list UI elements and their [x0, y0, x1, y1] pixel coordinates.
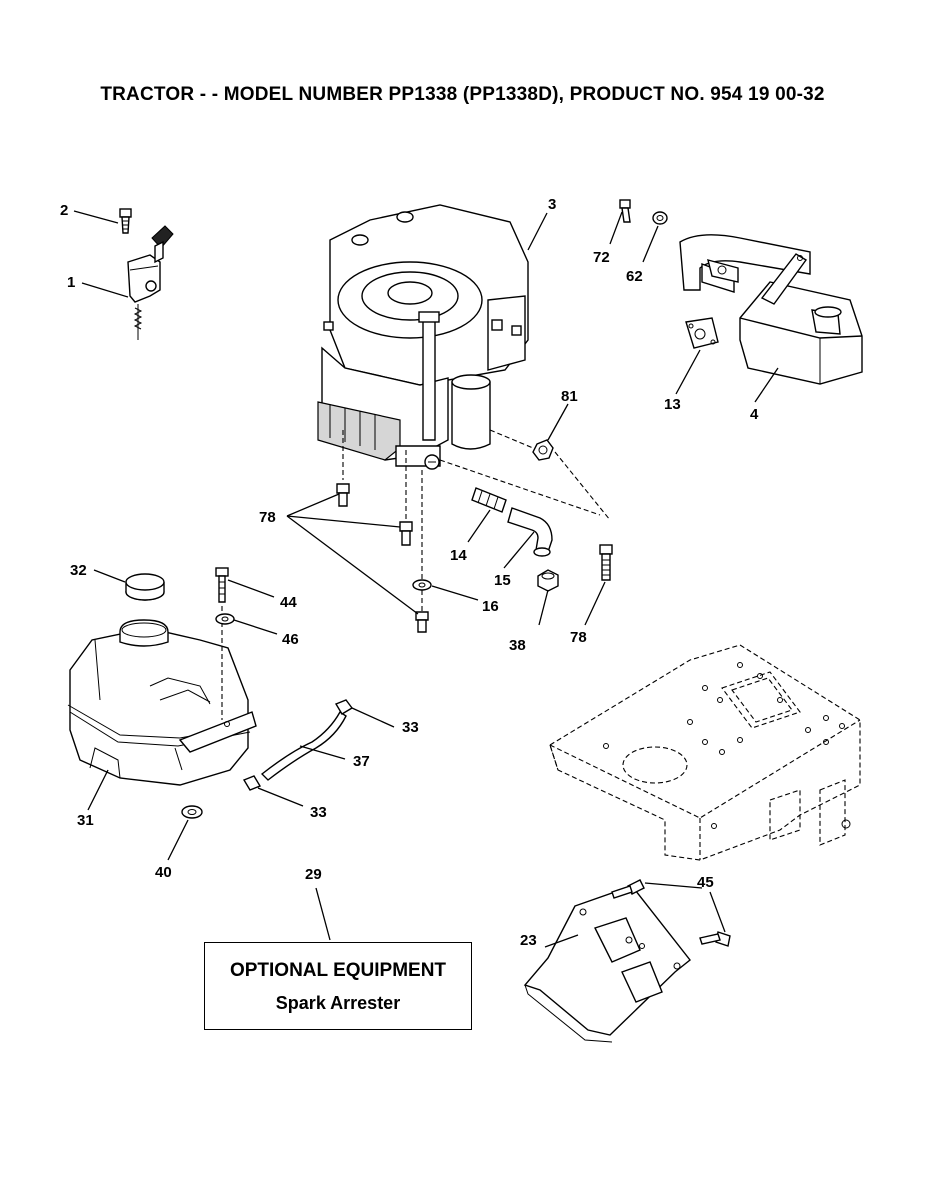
callout-labels: 2 1 3 72 62 13 4 81 78 14 15 16 38 78 32… [60, 196, 759, 949]
callout-31: 31 [77, 812, 94, 829]
callout-38: 38 [509, 637, 526, 654]
grommet-part-40 [181, 805, 203, 819]
callout-37: 37 [353, 753, 370, 770]
callout-78-right: 78 [570, 629, 587, 646]
optional-equipment-heading: OPTIONAL EQUIPMENT [229, 960, 447, 981]
nipple-part-14 [471, 487, 507, 513]
gasket-ring-part-62 [652, 211, 668, 225]
engine-part-3 [317, 204, 529, 470]
clamp-part-33-upper [334, 699, 354, 715]
callout-15: 15 [494, 572, 511, 589]
callout-40: 40 [155, 864, 172, 881]
callout-23: 23 [520, 932, 537, 949]
exhaust-gasket-part-13 [685, 317, 719, 349]
callout-29: 29 [305, 866, 322, 883]
bolt-part-72 [619, 199, 631, 223]
callout-16: 16 [482, 598, 499, 615]
screw-part-44 [215, 567, 229, 720]
callout-32: 32 [70, 562, 87, 579]
nut-part-81 [532, 439, 554, 461]
elbow-part-15 [507, 507, 553, 557]
fuel-line-part-37 [260, 710, 347, 781]
screws-part-45 [611, 879, 731, 947]
callout-33-lower: 33 [310, 804, 327, 821]
tractor-frame [549, 644, 861, 861]
callout-78-left: 78 [259, 509, 276, 526]
callout-62: 62 [626, 268, 643, 285]
callout-33-upper: 33 [402, 719, 419, 736]
callout-3: 3 [548, 196, 556, 213]
spark-arrester-label: Spark Arrester [275, 993, 401, 1013]
callout-13: 13 [664, 396, 681, 413]
callout-45: 45 [697, 874, 714, 891]
clamp-part-33-lower [242, 775, 262, 791]
washer-part-16 [412, 579, 432, 591]
muffler-part-4 [679, 234, 863, 385]
callout-72: 72 [593, 249, 610, 266]
callout-46: 46 [282, 631, 299, 648]
spark-arrester-part-23 [523, 885, 691, 1043]
callout-44: 44 [280, 594, 297, 611]
bolt-part-78-right [599, 544, 613, 581]
callout-14: 14 [450, 547, 467, 564]
fuel-tank-part-31 [67, 619, 257, 786]
throttle-bracket-part-1 [127, 225, 174, 340]
callout-2: 2 [60, 202, 68, 219]
screw-part-2 [119, 208, 132, 234]
callout-4: 4 [750, 406, 759, 423]
callout-1: 1 [67, 274, 75, 291]
bolts-part-78-left [336, 430, 429, 633]
washer-part-46 [215, 613, 235, 625]
nut-part-38 [537, 569, 559, 592]
callout-81: 81 [561, 388, 578, 405]
fuel-cap-part-32 [125, 573, 165, 601]
leader-lines [73, 210, 779, 948]
optional-equipment-box: OPTIONAL EQUIPMENT Spark Arrester [204, 942, 472, 1030]
page-title: TRACTOR - - MODEL NUMBER PP1338 (PP1338D… [100, 84, 825, 105]
